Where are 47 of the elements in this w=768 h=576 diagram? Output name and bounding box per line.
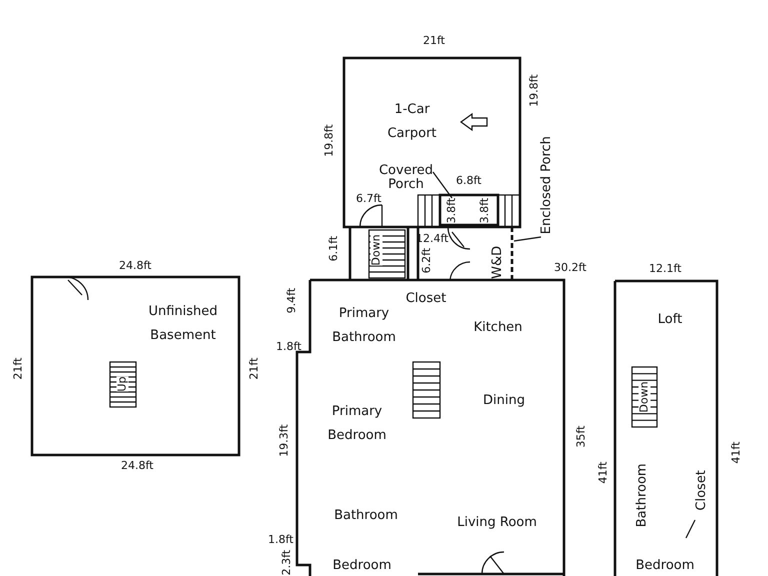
dimension-label: 24.8ft [119,258,152,272]
dimension-label: 3.8ft [445,197,458,223]
dimension-label: 41ft [729,441,743,464]
dimension-label: 19.8ft [528,74,541,106]
room-label: Unfinished Basement [147,302,219,346]
dimension-label: 6.8ft [456,174,482,187]
callout-text: Enclosed Porch [540,136,554,234]
room-label: Closet [404,290,448,308]
room-label: Dining [482,392,526,410]
room-label: Bathroom [634,462,651,527]
room-label: 1-Car Carport [386,100,438,144]
room-label: Primary Bedroom [326,402,388,446]
dimension-label: 30.2ft [554,260,586,274]
dimension-label: 24.8ft [121,458,154,472]
room-label: Loft [656,310,684,328]
callout-text: Covered Porch [376,164,436,192]
room-label: Living Room [457,514,537,532]
room-label: Bathroom [333,506,399,524]
dimension-label: 1.8ft [268,532,294,546]
dimension-label: 12.1ft [649,262,682,275]
room-label: Bedroom [634,556,696,574]
dimension-label: 19.8ft [322,124,336,156]
room-label: Bedroom [332,556,392,574]
dimension-label: 21ft [11,357,25,380]
dimension-label: 19.3ft [278,424,291,456]
stair-label: Up [116,376,128,392]
leader-line [514,236,542,242]
dimension-label: 6.1ft [327,235,340,261]
appliance-label: W&D [488,245,506,278]
dimension-label: 41ft [596,461,610,484]
dashed-wall [510,227,514,280]
dimension-label: 6.2ft [420,247,434,273]
dimension-label: 6.7ft [356,192,382,205]
dimension-label: 21ft [423,34,445,47]
dimension-label: 1.8ft [276,340,302,353]
dimension-label: 9.4ft [285,287,298,313]
room-label: Kitchen [472,318,524,336]
leader-line [432,172,452,198]
dimension-label: 3.8ft [478,197,492,223]
dimension-label: 35ft [574,425,588,448]
stair-label: Down [638,381,650,413]
room-label: Primary Bathroom [331,304,397,348]
dimension-label: 21ft [247,357,261,380]
dimension-label: 2.3ft [280,549,294,575]
room-label: Closet [692,470,710,510]
stair-label: Down [370,234,382,266]
porch-outline [438,194,500,226]
